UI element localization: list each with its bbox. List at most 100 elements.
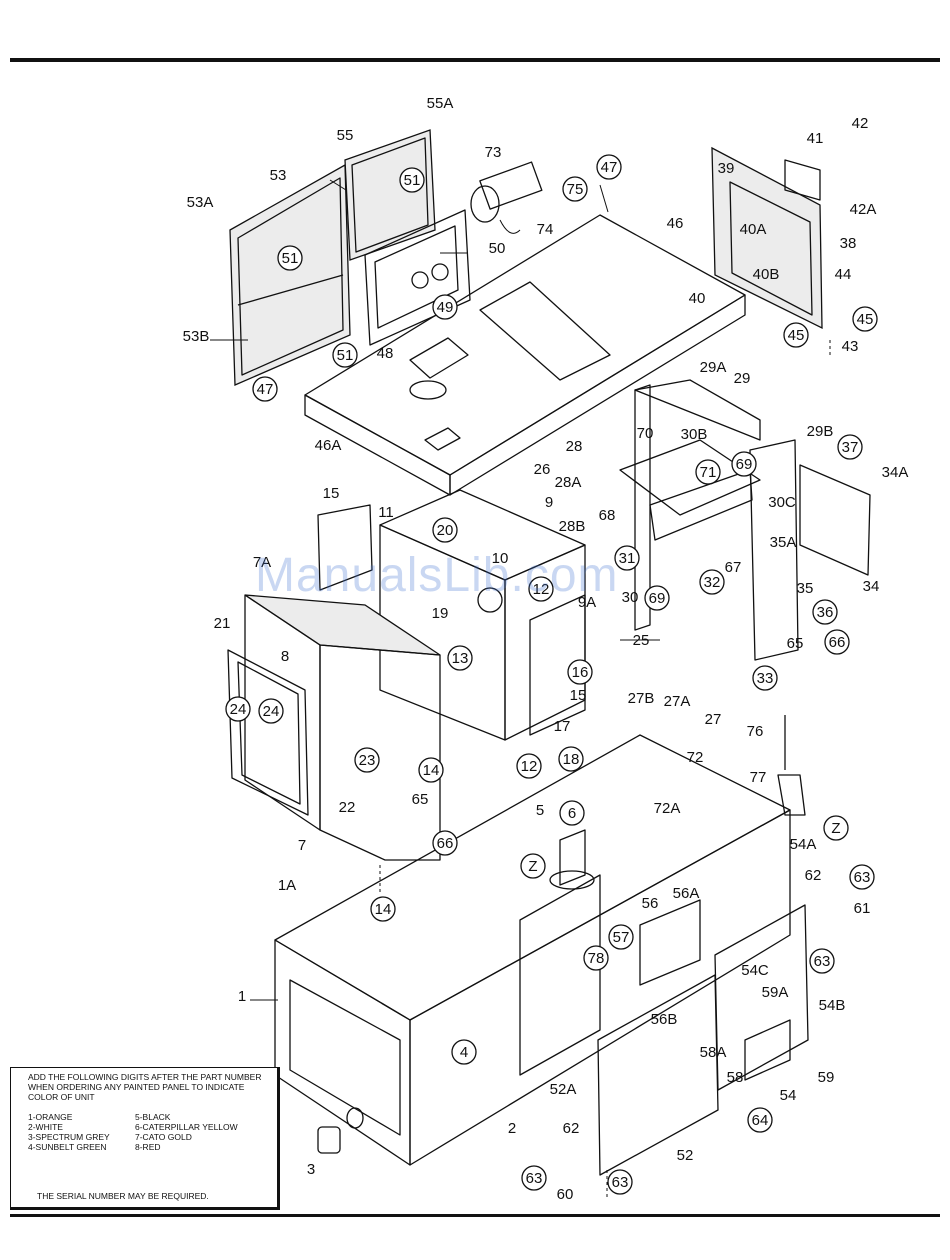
legend-colors-left: 1-ORANGE 2-WHITE 3-SPECTRUM GREY 4-SUNBE… — [28, 1112, 135, 1152]
legend-color-item: 2-WHITE — [28, 1122, 63, 1132]
radiator-housing-9 — [379, 489, 586, 741]
grille-21 — [227, 649, 309, 816]
callout-41: 41 — [807, 130, 824, 147]
base-frame-2 — [274, 734, 791, 1166]
callout-55a: 55A — [427, 95, 454, 112]
callout-label: 46A — [315, 437, 342, 454]
callout-53a: 53A — [187, 194, 214, 211]
callout-54b: 54B — [819, 997, 846, 1014]
callout-label: 4 — [460, 1044, 468, 1061]
callout-label: 53B — [183, 328, 210, 345]
callout-label: 51 — [337, 347, 354, 364]
callout-48: 48 — [377, 345, 394, 362]
callout-65b: 65 — [412, 791, 429, 808]
callout-label: 9A — [578, 594, 596, 611]
battery-56 — [639, 899, 701, 986]
callout-label: 5 — [536, 802, 544, 819]
callout-22: 22 — [339, 799, 356, 816]
legend-color-item: 6-CATERPILLAR YELLOW — [135, 1122, 238, 1132]
legend-color-item: 8-RED — [135, 1142, 161, 1152]
top-rule — [10, 58, 940, 62]
callout-47a: 47 — [596, 154, 622, 180]
callout-label: 38 — [840, 235, 857, 252]
callout-label: 12 — [533, 581, 550, 598]
callout-70: 70 — [637, 425, 654, 442]
callout-label: 28A — [555, 474, 582, 491]
callout-59: 59 — [818, 1069, 835, 1086]
callout-label: 2 — [508, 1120, 516, 1137]
callout-label: 67 — [725, 559, 742, 576]
callout-zb: Z — [520, 853, 546, 879]
callout-za: Z — [823, 815, 849, 841]
callout-label: 45 — [788, 327, 805, 344]
callout-label: 56A — [673, 885, 700, 902]
callout-label: 44 — [835, 266, 852, 283]
callout-label: 63 — [854, 869, 871, 886]
leader-lines — [210, 179, 831, 1200]
bottom-rule — [10, 1214, 940, 1217]
callout-62a: 62 — [805, 867, 822, 884]
callout-label: 54 — [780, 1087, 797, 1104]
legend-color-item: 4-SUNBELT GREEN — [28, 1142, 107, 1152]
side-panel-53 — [229, 163, 351, 386]
callout-2: 2 — [508, 1120, 516, 1137]
callout-29b: 29B — [807, 423, 834, 440]
callout-label: 33 — [757, 670, 774, 687]
callout-label: 1A — [278, 877, 296, 894]
callout-label: 78 — [588, 950, 605, 967]
callout-34: 34 — [863, 578, 880, 595]
legend-color-item: 5-BLACK — [135, 1112, 171, 1122]
callout-46a: 46A — [315, 437, 342, 454]
callout-label: 32 — [704, 574, 721, 591]
callout-58: 58 — [727, 1069, 744, 1086]
callout-65a: 65 — [787, 635, 804, 652]
legend-header: ADD THE FOLLOWING DIGITS AFTER THE PART … — [28, 1072, 262, 1102]
callout-label: 58A — [700, 1044, 727, 1061]
callout-label: 25 — [633, 632, 650, 649]
callout-label: 22 — [339, 799, 356, 816]
callout-29: 29 — [734, 370, 751, 387]
callout-label: 48 — [377, 345, 394, 362]
frame-29 — [634, 379, 799, 661]
door-52 — [597, 974, 719, 1176]
callout-label: 61 — [854, 900, 871, 917]
callout-34a: 34A — [882, 464, 909, 481]
callout-label: 23 — [359, 752, 376, 769]
callout-59a: 59A — [762, 984, 789, 1001]
callout-label: 10 — [492, 550, 509, 567]
callout-label: 27 — [705, 711, 722, 728]
callout-label: 42A — [850, 201, 877, 218]
callout-label: 19 — [432, 605, 449, 622]
callout-label: Z — [528, 858, 537, 875]
callout-42a: 42A — [850, 201, 877, 218]
callout-25: 25 — [633, 632, 650, 649]
callout-label: 75 — [567, 181, 584, 198]
callout-label: 28 — [566, 438, 583, 455]
legend-colors-right: 5-BLACK 6-CATERPILLAR YELLOW 7-CATO GOLD… — [135, 1112, 242, 1152]
callout-40b: 40B — [753, 266, 780, 283]
callout-1a: 1A — [278, 877, 296, 894]
callout-label: 69 — [649, 590, 666, 607]
callout-33: 33 — [752, 665, 778, 691]
callout-label: 11 — [378, 504, 394, 521]
callout-51a: 51 — [399, 167, 425, 193]
callout-37: 37 — [837, 434, 863, 460]
callout-label: 24 — [263, 703, 280, 720]
callout-label: 21 — [214, 615, 231, 632]
callout-62b: 62 — [563, 1120, 580, 1137]
callout-label: 12 — [521, 758, 538, 775]
bracket-34 — [799, 464, 871, 576]
callout-55: 55 — [337, 127, 354, 144]
callout-label: 34A — [882, 464, 909, 481]
callout-label: 68 — [599, 507, 616, 524]
callout-28b: 28B — [559, 518, 586, 535]
callout-46: 46 — [667, 215, 684, 232]
callout-51c: 51 — [332, 342, 358, 368]
control-box-50 — [364, 209, 471, 346]
color-code-legend: ADD THE FOLLOWING DIGITS AFTER THE PART … — [10, 1067, 280, 1210]
callout-28: 28 — [566, 438, 583, 455]
callout-label: 46 — [667, 215, 684, 232]
callout-9a: 9A — [578, 594, 596, 611]
callout-label: 53 — [270, 167, 287, 184]
callout-14b: 14 — [370, 896, 396, 922]
